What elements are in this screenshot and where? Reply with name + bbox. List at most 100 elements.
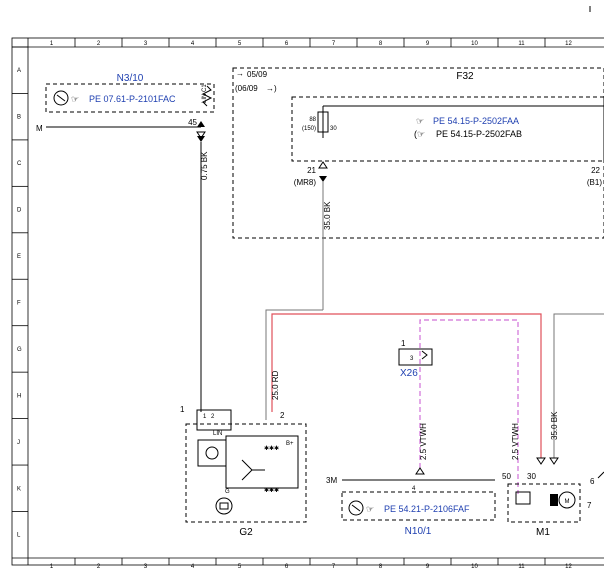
m1-pin-6: 6: [590, 477, 595, 486]
f32-ref1-icon: ☞: [416, 116, 424, 126]
m1-wire-label: 35.0 BK: [550, 411, 559, 440]
red-wire: [271, 313, 542, 458]
column-label-top: 5: [238, 41, 242, 47]
column-label-top: 8: [379, 41, 383, 47]
n3-10-resistor: [201, 85, 213, 107]
b-plus-wire-label: 35.0 BK: [323, 201, 332, 230]
n3-10-pin-45: 45: [188, 118, 197, 127]
g2-bplus-label: B+: [286, 441, 294, 447]
violet-wire-label-a: 2.5 VTWH: [419, 423, 428, 460]
column-label-bottom: 4: [191, 564, 195, 570]
violet-wire: [419, 319, 519, 494]
n3-10-ground-label: M: [36, 124, 43, 133]
g2-regulator-symbol: [205, 446, 219, 460]
row-label: G: [17, 347, 22, 353]
row-label: E: [17, 254, 21, 260]
f32-connector: [318, 161, 328, 182]
f32-arrow-icon: →: [236, 69, 244, 78]
column-label-top: 1: [50, 41, 54, 47]
column-label-top: 6: [285, 41, 289, 47]
column-label-bottom: 1: [50, 564, 54, 570]
f32-date-alt-arrow-icon: →): [266, 84, 277, 93]
f32-doc-link-2[interactable]: PE 54.15-P-2502FAB: [436, 129, 522, 139]
column-label-bottom: 3: [144, 564, 148, 570]
g2-plug-pin-2: 2: [211, 414, 215, 420]
row-label: B: [17, 115, 21, 121]
n3-10-box: [45, 83, 215, 113]
n10-1-doc-link[interactable]: PE 54.21-P-2106FAF: [384, 504, 470, 514]
g2-regulator: [197, 439, 227, 467]
n10-1-pin-4: 4: [412, 486, 416, 492]
column-label-top: 4: [191, 41, 195, 47]
g2-plug-pin-1: 1: [203, 414, 207, 420]
f32-outer-box: [232, 67, 604, 239]
f32-ref2-icon: (☞: [414, 129, 425, 139]
f32-fuse-88: 88: [309, 117, 316, 123]
column-label-bottom: 6: [285, 564, 289, 570]
b-plus-wire-down: [265, 309, 323, 420]
m1-pin-7: 7: [587, 501, 592, 510]
m1-solenoid: [515, 491, 531, 505]
row-label: C: [17, 161, 22, 167]
row-label: H: [17, 393, 21, 399]
column-label-top: 2: [97, 41, 101, 47]
g2-lin-label: LIN: [213, 431, 222, 437]
f32-fuse-30: 30: [330, 126, 337, 132]
column-label-bottom: 8: [379, 564, 383, 570]
g2-rotor-symbol: [215, 497, 233, 515]
column-label-bottom: 10: [471, 564, 478, 570]
row-label: J: [17, 440, 20, 446]
m1-pin-50: 50: [502, 472, 511, 481]
g2-g-label: G: [225, 489, 230, 495]
red-wire-label: 25.0 RD: [271, 370, 280, 400]
column-label-bottom: 9: [426, 564, 430, 570]
column-label-top: 10: [471, 41, 478, 47]
column-label-top: 9: [426, 41, 430, 47]
n3-10-connector: [196, 121, 206, 142]
n10-1-connector: [415, 467, 425, 475]
f32-date-from: 05/09: [247, 70, 268, 79]
g2-pin-1: 1: [180, 405, 185, 414]
g2-box: [185, 423, 307, 523]
column-label-bottom: 7: [332, 564, 336, 570]
column-label-top: 11: [518, 41, 525, 47]
m1-side-wire: [597, 471, 604, 479]
f32-inner-box: [291, 96, 604, 162]
x26-contact: [421, 350, 428, 360]
m1-supply-wire: [553, 313, 604, 458]
m1-label: M1: [536, 527, 550, 538]
f32-pin-21: 21: [307, 166, 316, 175]
column-label-bottom: 12: [565, 564, 572, 570]
f32-pin-mr8: (MR8): [294, 178, 317, 187]
f32-pin-22: 22: [591, 166, 600, 175]
f32-date-alt: (06/09: [235, 84, 258, 93]
row-label: D: [17, 208, 22, 214]
n10-1-ecu-symbol: [348, 500, 364, 516]
f32-doc-link-1[interactable]: PE 54.15-P-2502FAA: [433, 116, 519, 126]
column-label-top: 12: [565, 41, 572, 47]
n3-10-label: N3/10: [117, 73, 144, 84]
m1-box: [507, 483, 581, 523]
x26-pin-1: 1: [401, 339, 406, 348]
m1-field: [550, 494, 558, 506]
column-label-bottom: 5: [238, 564, 242, 570]
drawing-frame: [11, 37, 604, 566]
m1-connector-b: [549, 457, 559, 465]
n3-10-doc-link[interactable]: PE 07.61-P-2101FAC: [89, 94, 176, 104]
n10-1-label: N10/1: [405, 526, 432, 537]
m1-motor-symbol: [558, 491, 576, 509]
row-label: L: [17, 533, 21, 539]
g2-stator-winding: [241, 459, 265, 481]
lin-wire-label: 0.75 BK: [200, 151, 209, 180]
f32-pin-b1: (B1): [587, 178, 602, 187]
n3-10-ecu-symbol: [53, 90, 69, 106]
violet-wire-label-b: 2.5 VTWH: [511, 423, 520, 460]
n10-1-reference-icon: ☞: [366, 504, 374, 514]
f32-fuse-150: (150): [302, 126, 316, 132]
m1-connector-a: [536, 457, 546, 465]
g2-rectifier: [225, 435, 299, 489]
column-label-top: 7: [332, 41, 336, 47]
